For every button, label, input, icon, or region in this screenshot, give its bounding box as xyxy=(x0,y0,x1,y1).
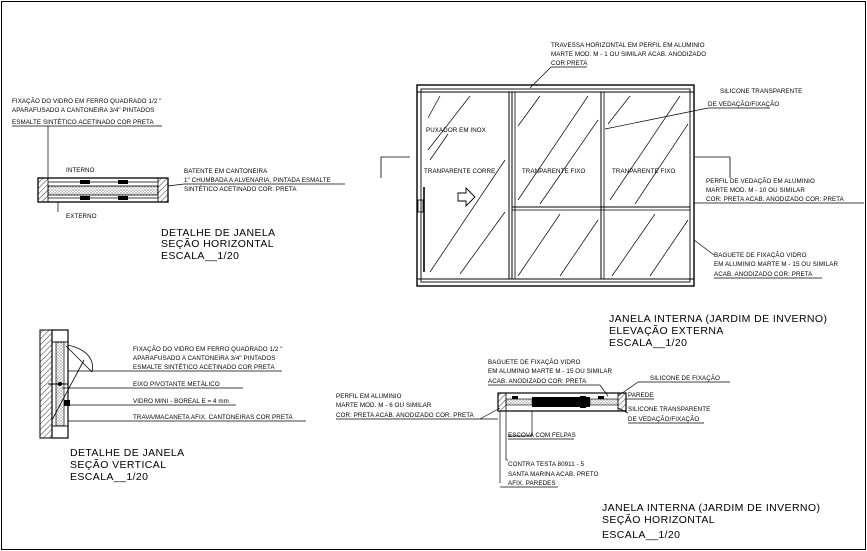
detail-window-elevation: TRAVESSA HORIZONTAL EM PERFIL EM ALUMINI… xyxy=(380,42,864,349)
title-line-1: DETALHE DE JANELA xyxy=(70,447,185,459)
note-travessa-line-1: TRAVESSA HORIZONTAL EM PERFIL EM ALUMINI… xyxy=(551,42,705,49)
note-silicone-line-1: SILICONE TRANSPARENTE xyxy=(720,88,802,95)
note-travessa-line-3: COR PRETA xyxy=(551,60,588,67)
note-perfil-line-3: COR: PRETA ACAB. ANODIZADO COR: PRETA xyxy=(336,412,475,419)
note-fix-line-1: FIXAÇÃO DO VIDRO EM FERRO QUADRADO 1/2 " xyxy=(12,98,162,105)
pane-label-fixo-1: TRANPARENTE FIXO xyxy=(522,168,585,175)
title-line-1: JANELA INTERNA (JARDIM DE INVERNO) xyxy=(602,502,820,514)
title-line-3: ESCALA__1/20 xyxy=(602,529,680,541)
note-perfil-line-3: COR: PRETA ACAB. ANODIZADO COR: PRETA xyxy=(706,196,845,203)
title-line-1: JANELA INTERNA (JARDIM DE INVERNO) xyxy=(609,313,827,325)
note-baguete-line-3: ACAB. ANODIZADO COR: PRETA xyxy=(488,378,587,385)
detail-horizontal-section-2: BAGUETE DE FIXAÇÃO VIDRO EM ALUMINIO MAR… xyxy=(336,359,820,541)
note-puxador: PUXADOR EM INOX xyxy=(426,127,486,134)
note-silicone-line-2: DE VEDAÇÃO/FIXAÇÃO xyxy=(708,101,779,108)
title-line-3: ESCALA__1/20 xyxy=(161,250,239,262)
detail-vertical-section: FIXAÇÃO DO VIDRO EM FERRO QUADRADO 1/2 "… xyxy=(39,329,306,483)
note-contra-line-2: SANTA MARINA ACAB. PRETO xyxy=(508,471,599,478)
note-perfil-line-2: MARTE MOD. M - 10 OU SIMILAR xyxy=(706,187,805,194)
note-fix-line-2: APARAFUSADO A CANTONEIRA 3/4" PINTADOS xyxy=(133,355,276,362)
note-silicone-line-1: SILICONE TRANSPARENTE xyxy=(628,406,710,413)
note-escova: ESCOVA COM FELPAS xyxy=(508,432,576,439)
note-parede: PAREDE xyxy=(628,392,654,399)
note-vidro: VIDRO MINI - BOREAL E = 4 mm xyxy=(133,398,229,405)
note-baguete-line-2: EM ALUMINIO MARTE M - 15 OU SIMILAR xyxy=(714,261,838,268)
note-fix-line-3: ESMALTE SINTÉTICO ACETINADO COR PRETA xyxy=(12,119,154,126)
note-perfil-line-1: PERFIL EM ALUMINIO xyxy=(336,393,402,400)
label-externo: EXTERNO xyxy=(66,213,97,220)
note-batente-line-2: 1" CHUMBADA A ALVENARIA, PINTADA ESMALTE xyxy=(184,177,331,184)
pane-label-corre: TRANPARENTE CORRE xyxy=(424,168,495,175)
label-interno: INTERNO xyxy=(66,167,95,174)
title-line-2: ELEVAÇÃO EXTERNA xyxy=(609,324,724,337)
note-fix-line-2: APARAFUSADO A CANTONEIRA 3/4" PINTADOS xyxy=(12,107,155,114)
note-batente-line-1: BATENTE EM CANTONEIRA xyxy=(184,168,268,175)
note-silicone-line-2: DE VEDAÇÃO/FIXAÇÃO xyxy=(628,416,699,423)
title-line-2: SEÇÃO HORIZONTAL xyxy=(602,513,715,526)
title-line-2: SEÇÃO HORIZONTAL xyxy=(161,237,274,250)
note-contra-line-3: AFIX. PAREDES xyxy=(508,480,556,487)
note-baguete-line-1: BAGUETE DE FIXAÇÃO VIDRO xyxy=(488,359,581,366)
note-fix-line-3: ESMALTE SINTÉTICO ACETINADO COR PRETA xyxy=(133,364,275,371)
note-baguete-line-1: BAGUETE DE FIXAÇÃO VIDRO xyxy=(714,252,807,259)
pane-label-fixo-2: TRANPARENTE FIXO xyxy=(612,168,675,175)
title-line-2: SEÇÃO VERTICAL xyxy=(70,458,166,471)
note-contra-line-1: CONTRA TESTA 80911 - 5 xyxy=(508,461,585,468)
note-baguete-line-2: EM ALUMINIO MARTE M - 15 OU SIMILAR xyxy=(488,368,612,375)
title-line-3: ESCALA__1/20 xyxy=(70,471,148,483)
note-batente-line-3: SINTÉTICO ACETINADO COR: PRETA xyxy=(184,186,297,193)
note-silicone-fix: SILICONE DE FIXAÇÃO xyxy=(650,375,720,382)
note-trava: TRAVA/MACANETA AFIX. CANTONEIRAS COR PRE… xyxy=(133,414,293,421)
note-perfil-line-1: PERFIL DE VEDAÇÃO EM ALUMINIO xyxy=(706,178,815,185)
note-eixo: EIXO PIVOTANTE METÁLICO xyxy=(133,381,220,388)
detail-horizontal-section: FIXAÇÃO DO VIDRO EM FERRO QUADRADO 1/2 "… xyxy=(12,98,345,262)
note-baguete-line-3: ACAB. ANODIZADO COR: PRETA xyxy=(714,271,813,278)
title-line-3: ESCALA__1/20 xyxy=(609,337,687,349)
note-fix-line-1: FIXAÇÃO DO VIDRO EM FERRO QUADRADO 1/2 " xyxy=(133,346,283,353)
note-perfil-line-2: MARTE MOD. M - 6 OU SIMILAR xyxy=(336,402,432,409)
arrow-right-icon xyxy=(457,186,476,208)
title-line-1: DETALHE DE JANELA xyxy=(161,227,276,239)
note-travessa-line-2: MARTE MOD. M - 1 OU SIMILAR ACAB. ANODIZ… xyxy=(551,51,706,58)
